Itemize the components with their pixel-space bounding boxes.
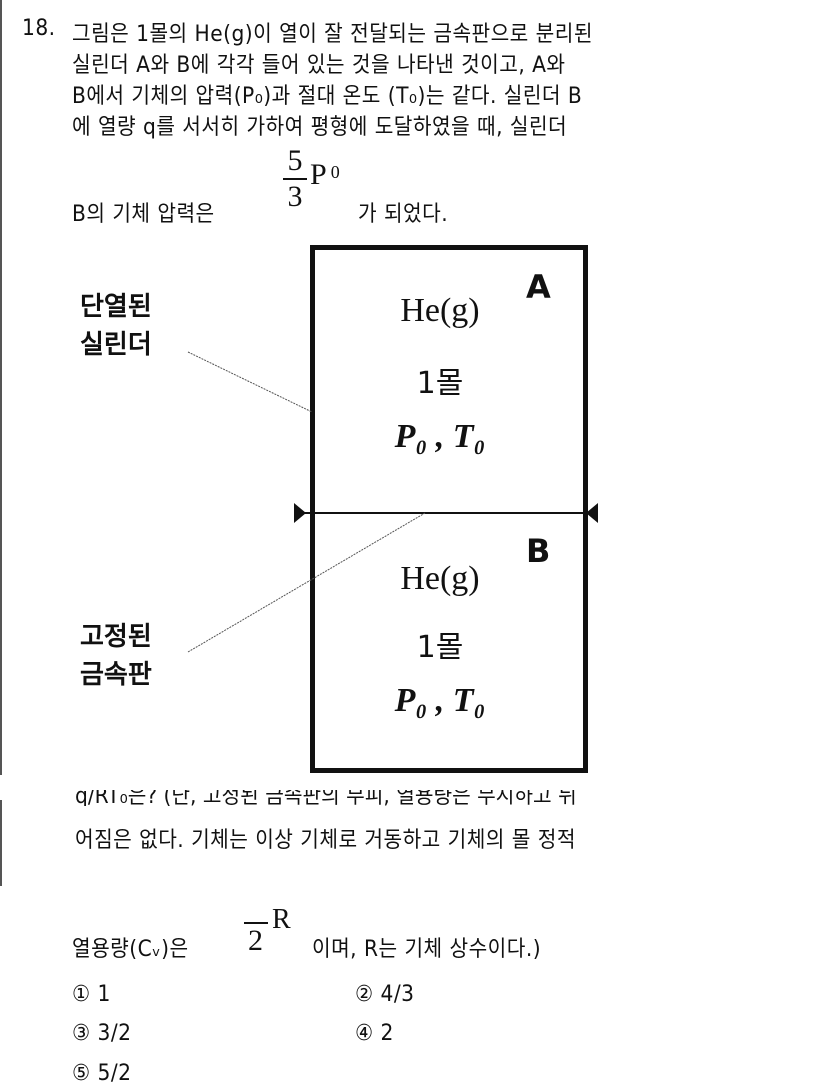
question-line: 실린더 A와 B에 각각 들어 있는 것을 나타낸 것이고, A와: [72, 53, 566, 78]
plate-stopper-right-icon: [586, 503, 598, 523]
fraction-numerator: 5: [287, 144, 303, 177]
cv-fraction-bar: [244, 922, 268, 924]
margin-line: [0, 0, 2, 775]
chamber-b-amount: 1몰: [416, 630, 464, 665]
chamber-b-label: B: [526, 532, 551, 570]
cylinder-box: [310, 245, 588, 773]
choice-5[interactable]: ⑤ 5/2: [72, 1061, 132, 1086]
choice-4[interactable]: ④ 2: [355, 1021, 394, 1046]
cv-suffix: 이며, R는 기체 상수이다.): [312, 937, 542, 962]
choice-2[interactable]: ② 4/3: [355, 982, 415, 1007]
plate-stopper-left-icon: [294, 503, 306, 523]
pressure-line-prefix: B의 기체 압력은: [72, 202, 215, 227]
chamber-a-state: P₀ , T₀: [394, 418, 486, 455]
question-line: 그림은 1몰의 He(g)이 열이 잘 전달되는 금속판으로 분리된: [72, 22, 593, 47]
pressure-line-suffix: 가 되었다.: [358, 202, 449, 227]
metal-plate: [296, 512, 598, 514]
cv-fraction-denominator: 2: [248, 924, 263, 957]
choice-1[interactable]: ① 1: [72, 982, 111, 1007]
chamber-a-label: A: [526, 268, 551, 306]
cv-prefix: 열용량(Cᵥ)은: [72, 937, 189, 962]
cv-fraction-r: R: [272, 904, 291, 935]
question-line: 에 열량 q를 서서히 가하여 평형에 도달하였을 때, 실린더: [72, 115, 568, 140]
question-number: 18.: [22, 16, 56, 41]
question-line: B에서 기체의 압력(P₀)과 절대 온도 (T₀)는 같다. 실린더 B: [72, 84, 583, 109]
cut-off-line: q/RT₀은? (단, 고정된 금속판의 부피, 열용량은 무시하고 뒤: [75, 790, 577, 806]
chamber-b-state: P₀ , T₀: [394, 682, 486, 719]
pressure-fraction: 5 3: [283, 144, 307, 214]
chamber-a-amount: 1몰: [416, 366, 464, 401]
chamber-a-gas: He(g): [400, 292, 480, 329]
margin-line: [0, 800, 2, 886]
condition-line: 어짐은 없다. 기체는 이상 기체로 거동하고 기체의 몰 정적: [75, 828, 576, 853]
chamber-b-gas: He(g): [400, 560, 480, 597]
choice-3[interactable]: ③ 3/2: [72, 1021, 132, 1046]
fraction-denominator: 3: [283, 178, 307, 214]
